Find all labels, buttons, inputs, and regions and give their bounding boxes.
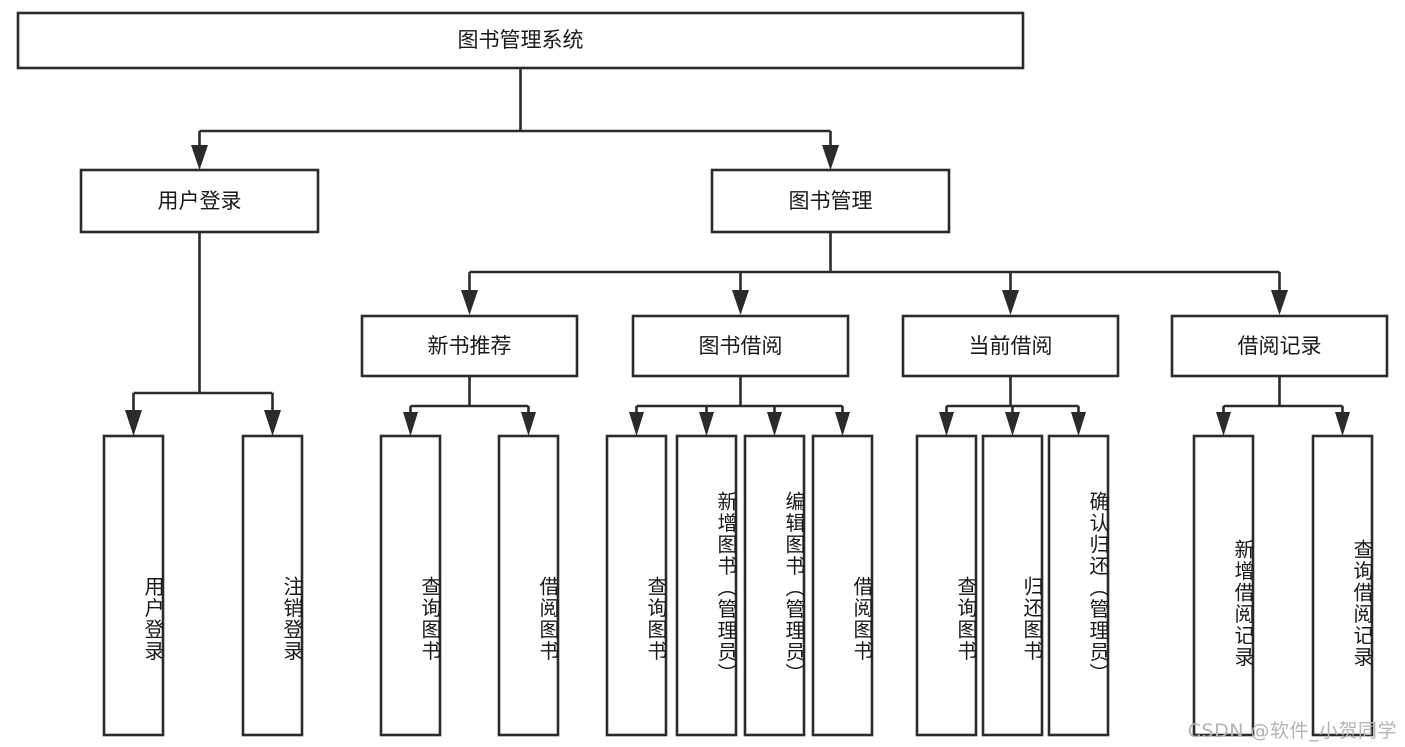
node-borrow-record-label: 借阅记录: [1238, 334, 1322, 358]
connector-layer: [125, 68, 1350, 436]
node-book-manage-label: 图书管理: [789, 189, 873, 213]
arrow-head-leaf-logout: [264, 410, 281, 436]
arrow-head-leaf-return-book: [1005, 412, 1020, 436]
arrow-head-user-login: [191, 145, 208, 170]
arrow-head-leaf-add-record: [1216, 412, 1231, 436]
arrow-head-new-book: [461, 290, 478, 315]
node-new-book-recommend[interactable]: 新书推荐: [360, 314, 579, 378]
node-user-login-label: 用户登录: [158, 189, 242, 213]
leaf-box-query-book-1[interactable]: [379, 434, 442, 737]
arrow-head-leaf-query-record: [1335, 412, 1350, 436]
arrow-head-book-manage: [822, 145, 839, 170]
arrow-head-leaf-borrow-book-2: [835, 412, 850, 436]
node-book-borrow-label: 图书借阅: [699, 334, 783, 358]
node-current-borrow[interactable]: 当前借阅: [901, 314, 1120, 378]
arrow-head-leaf-query-book-1: [403, 412, 418, 436]
arrow-head-book-borrow: [732, 290, 749, 315]
arrow-head-leaf-borrow-book-1: [521, 412, 536, 436]
leaf-box-query-record[interactable]: [1311, 434, 1374, 737]
node-layer: 图书管理系统 用户登录 图书管理 新书推荐 图书借阅 当前: [16, 11, 1389, 737]
arrow-head-borrow-record: [1271, 290, 1288, 315]
arrow-head-leaf-add-book: [699, 412, 714, 436]
node-root-label: 图书管理系统: [458, 28, 584, 52]
leaf-box-logout[interactable]: [241, 434, 304, 737]
arrow-head-leaf-confirm-return: [1071, 412, 1086, 436]
leaf-box-borrow-book-1[interactable]: [497, 434, 560, 737]
leaf-box-add-book[interactable]: [675, 434, 738, 737]
leaf-box-confirm-return[interactable]: [1047, 434, 1110, 737]
arrow-head-leaf-query-book-2: [629, 412, 644, 436]
leaf-box-query-book-2[interactable]: [605, 434, 668, 737]
arrow-head-leaf-user-login: [125, 410, 142, 436]
leaf-box-add-record[interactable]: [1192, 434, 1255, 737]
node-root[interactable]: 图书管理系统: [16, 11, 1025, 70]
leaf-box-return-book[interactable]: [981, 434, 1044, 737]
node-borrow-record[interactable]: 借阅记录: [1170, 314, 1389, 378]
node-book-manage[interactable]: 图书管理: [710, 168, 951, 234]
node-current-borrow-label: 当前借阅: [969, 334, 1053, 358]
leaf-box-borrow-book-2[interactable]: [811, 434, 874, 737]
node-book-borrow[interactable]: 图书借阅: [631, 314, 850, 378]
arrow-head-leaf-query-book-3: [939, 412, 954, 436]
leaf-box-user-login[interactable]: [102, 434, 165, 737]
arrow-head-current-borrow: [1002, 290, 1019, 315]
csdn-watermark: CSDN @软件_小贺同学: [1187, 720, 1397, 742]
leaf-box-edit-book[interactable]: [743, 434, 806, 737]
leaf-box-query-book-3[interactable]: [915, 434, 978, 737]
node-new-book-recommend-label: 新书推荐: [428, 334, 512, 358]
arrow-head-leaf-edit-book: [767, 412, 782, 436]
node-user-login[interactable]: 用户登录: [79, 168, 320, 234]
